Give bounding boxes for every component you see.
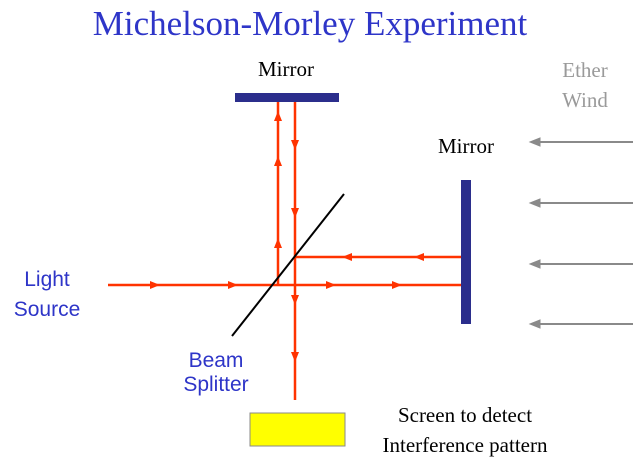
beam-splitter [231, 193, 345, 337]
right-mirror [461, 180, 471, 324]
beam-arrow-left-2 [342, 253, 352, 261]
beam-arrow-left-1 [414, 253, 424, 261]
ether-wind-label-line1: Ether [562, 58, 607, 82]
beam-arrow-right-4 [392, 281, 402, 289]
top-mirror [235, 93, 339, 102]
page-title: Michelson-Morley Experiment [93, 4, 528, 43]
light-beams [108, 102, 461, 400]
beam-arrow-down-4 [291, 352, 299, 362]
detector-screen [249, 412, 346, 447]
wind-arrow-2-head [528, 198, 541, 208]
beam-arrowheads [150, 111, 424, 362]
screen-label-line1: Screen to detect [398, 403, 532, 427]
beam-splitter-label-line1: Beam [189, 349, 244, 372]
wind-arrow-1-head [528, 137, 541, 147]
beam-arrow-up-2 [274, 156, 282, 166]
top-mirror-label: Mirror [258, 57, 314, 81]
wind-arrow-4-head [528, 319, 541, 329]
ether-wind-label-line2: Wind [562, 88, 608, 112]
ether-wind-arrows [528, 137, 633, 329]
beam-arrow-up-3 [274, 238, 282, 248]
beam-arrow-down-1 [291, 140, 299, 150]
beam-arrow-down-3 [291, 295, 299, 305]
beam-arrow-up-1 [274, 111, 282, 121]
light-source-label-line2: Source [14, 298, 81, 321]
screen-label-line2: Interference pattern [383, 433, 548, 457]
beam-arrow-down-2 [291, 208, 299, 218]
beam-splitter-label-line2: Splitter [183, 373, 248, 396]
beam-arrow-right-2 [228, 281, 238, 289]
beam-arrow-right-1 [150, 281, 160, 289]
beam-arrow-right-3 [326, 281, 336, 289]
wind-arrow-3-head [528, 259, 541, 269]
right-mirror-label: Mirror [438, 134, 494, 158]
light-source-label-line1: Light [24, 268, 70, 291]
